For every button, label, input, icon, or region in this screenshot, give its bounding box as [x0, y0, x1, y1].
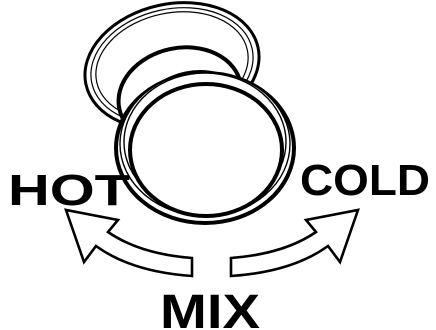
curved-arrow-right-icon	[231, 210, 358, 276]
knob-front-cap	[116, 72, 294, 223]
hot-label: HOT	[8, 166, 130, 215]
cold-label: COLD	[300, 156, 430, 205]
mix-label: MIX	[160, 286, 260, 330]
